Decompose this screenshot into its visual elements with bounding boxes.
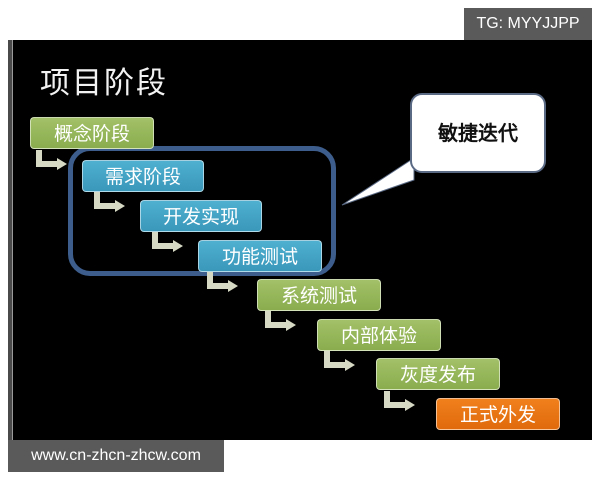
slide-edge: [8, 40, 12, 440]
arrow-icon: [384, 391, 415, 411]
stage-gray-release: 灰度发布: [376, 358, 500, 390]
agile-group-frame: [68, 146, 336, 276]
arrow-icon: [324, 351, 355, 371]
stage-official-release: 正式外发: [436, 398, 560, 430]
arrow-icon: [152, 232, 183, 252]
callout-bubble: 敏捷迭代: [410, 93, 546, 173]
stage-function-test: 功能测试: [198, 240, 322, 272]
slide-title: 项目阶段: [40, 66, 168, 101]
callout-tail: [341, 157, 415, 206]
stage-system-test: 系统测试: [257, 279, 381, 311]
stage-concept: 概念阶段: [30, 117, 154, 149]
stage-requirements: 需求阶段: [82, 160, 204, 192]
arrow-icon: [207, 272, 238, 292]
slide-edge-line: [12, 40, 13, 440]
arrow-icon: [36, 150, 67, 170]
arrow-icon: [265, 311, 296, 331]
arrow-icon: [94, 192, 125, 212]
stage-development: 开发实现: [140, 200, 262, 232]
stage-internal-trial: 内部体验: [317, 319, 441, 351]
watermark-bottom: www.cn-zhcn-zhcw.com: [8, 440, 224, 472]
watermark-top: TG: MYYJJPP: [464, 8, 592, 40]
